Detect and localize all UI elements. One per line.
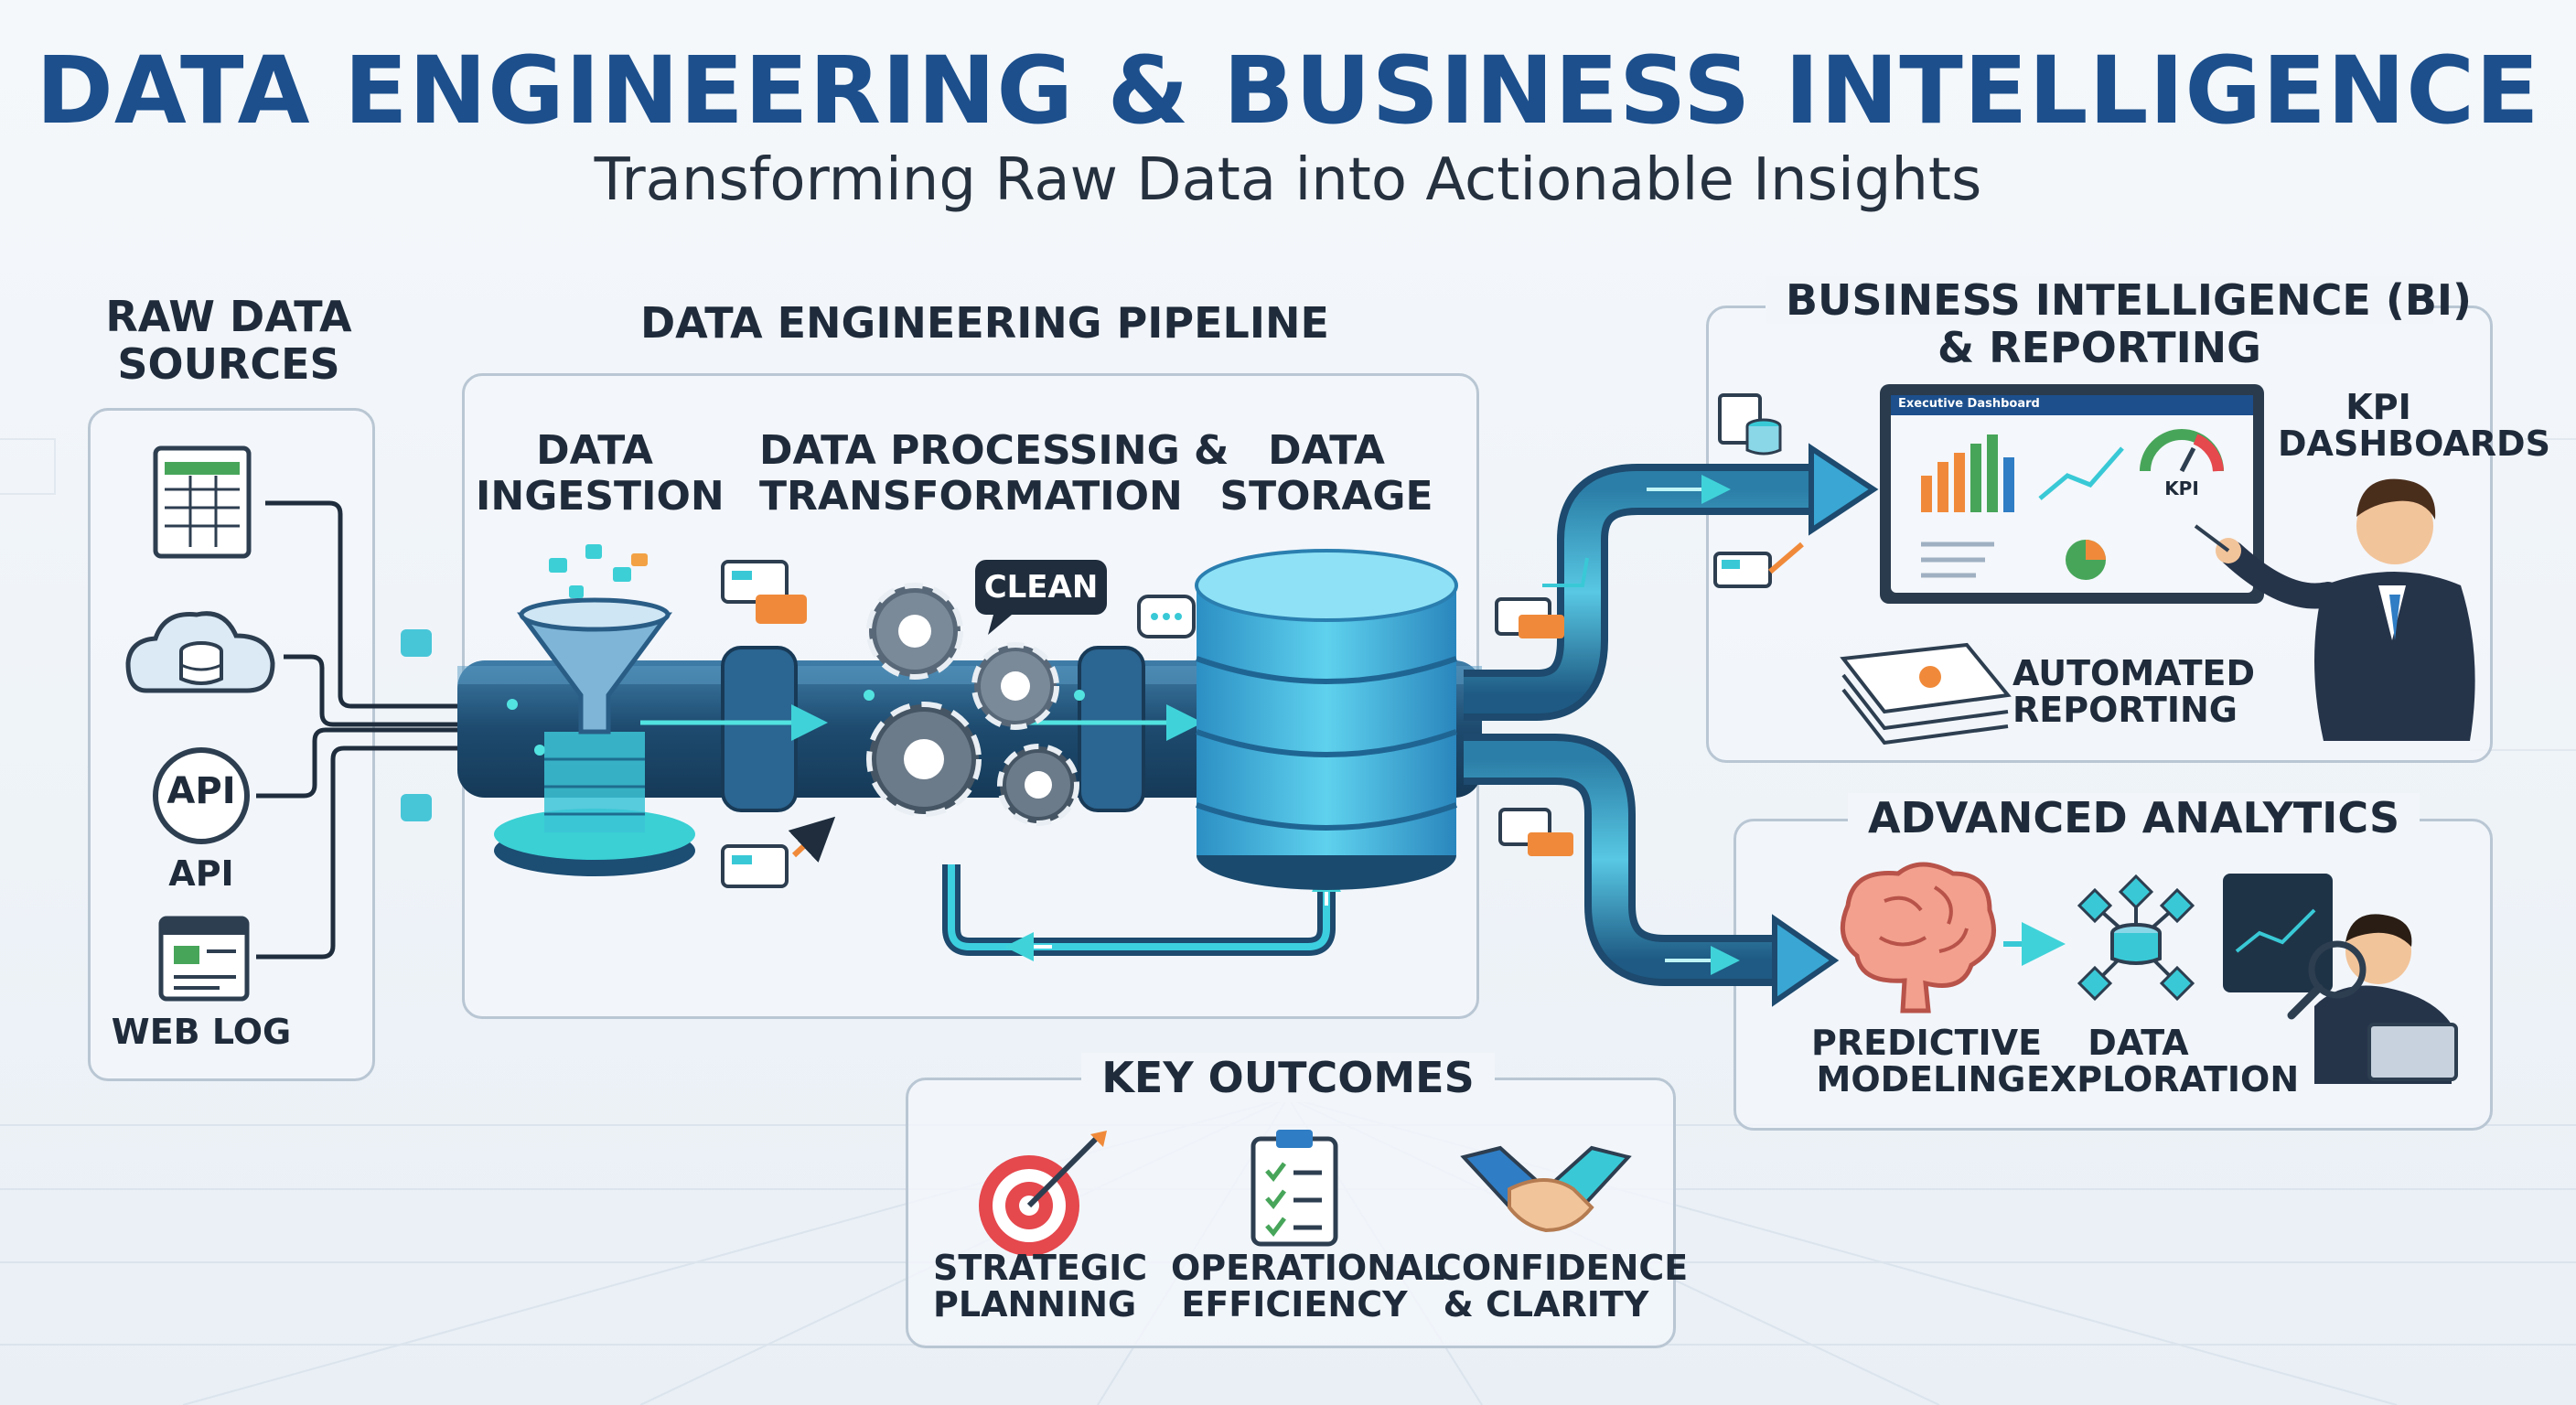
raw-sources-title: RAW DATA SOURCES (105, 292, 352, 389)
bi-title: BUSINESS INTELLIGENCE (BI) & REPORTING (1766, 276, 2472, 371)
clipboard-icon (1250, 1130, 1338, 1247)
kpi-dashboard-screen (1880, 384, 2264, 604)
analytics-title: ADVANCED ANALYTICS (1848, 793, 2420, 842)
dashboard-header-text: Executive Dashboard (1898, 397, 2040, 411)
data-card-icon (1495, 557, 1589, 638)
kpi-dashboards-label: KPI DASHBOARDS (2278, 387, 2550, 464)
presenter-person-icon (2194, 478, 2475, 741)
data-card-icon (1498, 808, 1573, 856)
outcome-operational-efficiency: OPERATIONAL EFFICIENCY (1171, 1248, 1445, 1325)
outcome-confidence-clarity: CONFIDENCE & CLARITY (1436, 1248, 1689, 1325)
chat-bubble-icon (1137, 595, 1196, 638)
automated-reports-icon (1840, 642, 2012, 745)
api-icon-text: API (166, 770, 236, 812)
automated-reporting-label: AUTOMATED REPORTING (2012, 653, 2256, 730)
brain-icon (1840, 862, 1996, 1014)
web-log-label: WEB LOG (111, 1012, 292, 1052)
spreadsheet-icon (153, 445, 252, 559)
clean-badge (975, 560, 1107, 635)
data-packet-icon (401, 629, 432, 657)
target-icon (979, 1131, 1107, 1256)
web-log-icon (158, 916, 250, 1002)
data-card-icon (1713, 542, 1804, 588)
api-label: API (168, 853, 234, 894)
cloud-database-icon (125, 611, 275, 693)
api-icon (153, 747, 250, 844)
ingestion-label: DATA INGESTION (476, 427, 724, 520)
storage-label: DATA STORAGE (1219, 427, 1433, 520)
pipeline-title: DATA ENGINEERING PIPELINE (640, 298, 1329, 348)
analyst-person-icon (2223, 874, 2458, 1084)
database-storage-icon (1195, 549, 1458, 890)
predictive-modeling-label: PREDICTIVE MODELING (1811, 1023, 2043, 1099)
flow-to-bi (1464, 443, 1879, 721)
page-title: DATA ENGINEERING & BUSINESS INTELLIGENCE (36, 37, 2540, 145)
ingestion-funnel-icon (494, 544, 695, 876)
flow-to-analytics (1464, 734, 1840, 1007)
outcome-strategic-planning: STRATEGIC PLANNING (933, 1248, 1148, 1325)
report-database-icon (1718, 393, 1782, 456)
data-network-icon (2077, 874, 2195, 1002)
outcomes-title: KEY OUTCOMES (1079, 1053, 1497, 1102)
data-packet-icon (401, 794, 432, 821)
handshake-icon (1460, 1145, 1632, 1233)
gears-icon (866, 583, 1079, 826)
data-exploration-label: DATA EXPLORATION (2026, 1023, 2300, 1099)
clean-badge-text: CLEAN (983, 569, 1099, 606)
data-card-icon (721, 816, 836, 888)
data-card-icon (721, 560, 807, 624)
page-subtitle: Transforming Raw Data into Actionable In… (594, 146, 1982, 214)
processing-label: DATA PROCESSING & TRANSFORMATION (759, 427, 1229, 520)
source-connectors (256, 500, 508, 960)
gauge-kpi-label: KPI (2164, 477, 2199, 499)
